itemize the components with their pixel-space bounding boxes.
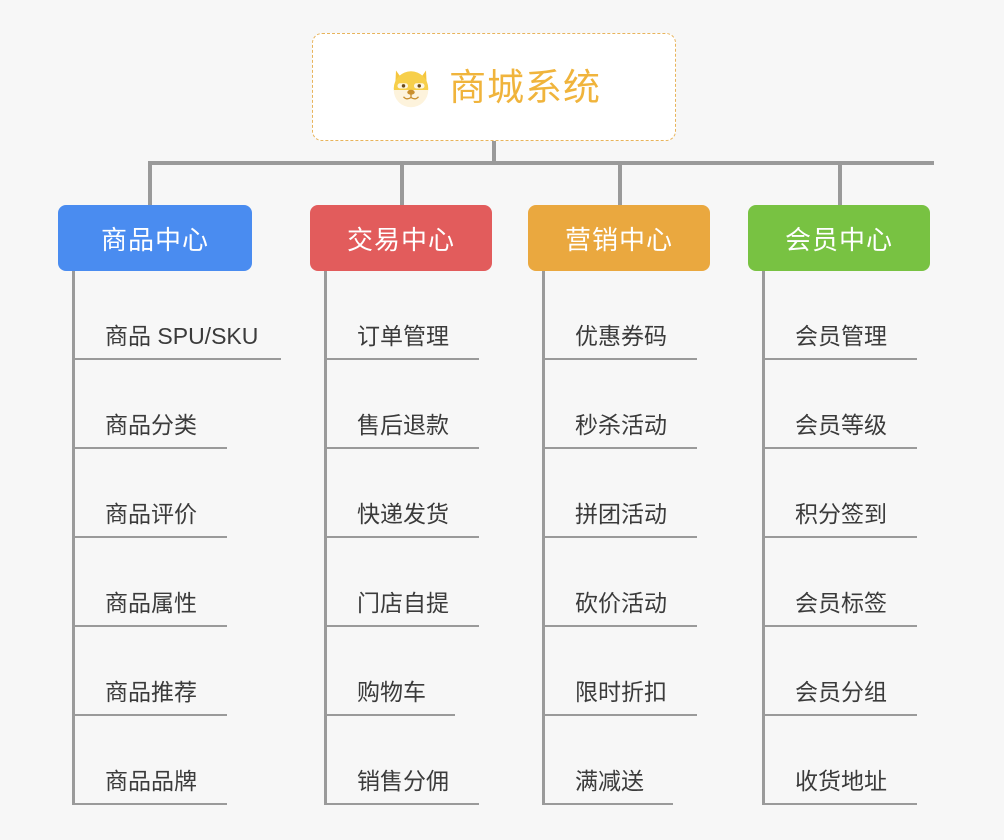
leaf-item-label: 会员等级 <box>795 412 887 438</box>
category-header-2[interactable]: 交易中心 <box>310 205 492 271</box>
leaf-underline <box>765 714 917 716</box>
connector-root-stem <box>492 141 496 164</box>
category-column-3: 营销中心优惠券码秒杀活动拼团活动砍价活动限时折扣满减送 <box>528 205 710 805</box>
leaf-item[interactable]: 购物车 <box>327 627 492 716</box>
leaf-underline <box>545 625 697 627</box>
connector-drop-1 <box>148 161 152 208</box>
leaf-underline <box>545 358 697 360</box>
leaf-item-label: 商品评价 <box>105 501 197 527</box>
leaf-item[interactable]: 商品属性 <box>75 538 252 627</box>
leaf-item-label: 优惠券码 <box>575 323 667 349</box>
leaf-item-label: 订单管理 <box>357 323 449 349</box>
leaf-item[interactable]: 售后退款 <box>327 360 492 449</box>
category-header-1[interactable]: 商品中心 <box>58 205 252 271</box>
connector-drop-2 <box>400 161 404 208</box>
leaf-item[interactable]: 拼团活动 <box>545 449 710 538</box>
leaf-underline <box>75 358 281 360</box>
leaf-list-1: 商品 SPU/SKU 商品分类商品评价商品属性商品推荐商品品牌 <box>72 271 281 805</box>
leaf-item-label: 购物车 <box>357 679 426 705</box>
root-title: 商城系统 <box>449 66 601 108</box>
leaf-item-label: 快递发货 <box>357 501 449 527</box>
leaf-item[interactable]: 商品分类 <box>75 360 252 449</box>
leaf-item-label: 限时折扣 <box>575 679 667 705</box>
leaf-underline <box>75 625 227 627</box>
leaf-item[interactable]: 销售分佣 <box>327 716 492 805</box>
leaf-underline <box>327 536 479 538</box>
leaf-item[interactable]: 商品 SPU/SKU <box>75 271 281 360</box>
leaf-item-label: 积分签到 <box>795 501 887 527</box>
leaf-list-4: 会员管理会员等级积分签到会员标签会员分组收货地址 <box>762 271 930 805</box>
leaf-item-label: 商品推荐 <box>105 679 197 705</box>
leaf-item-label: 门店自提 <box>357 590 449 616</box>
leaf-underline <box>765 358 917 360</box>
leaf-underline <box>75 447 227 449</box>
leaf-underline <box>327 358 479 360</box>
connector-drop-3 <box>618 161 622 208</box>
leaf-item-label: 砍价活动 <box>575 590 667 616</box>
leaf-item-label: 收货地址 <box>795 768 887 794</box>
leaf-item[interactable]: 商品评价 <box>75 449 252 538</box>
leaf-item-label: 销售分佣 <box>357 768 449 794</box>
root-node[interactable]: 商城系统 <box>312 33 676 141</box>
leaf-item-label: 拼团活动 <box>575 501 667 527</box>
leaf-underline <box>545 714 697 716</box>
leaf-underline <box>75 714 227 716</box>
leaf-item-label: 会员管理 <box>795 323 887 349</box>
leaf-underline <box>545 536 697 538</box>
category-header-3[interactable]: 营销中心 <box>528 205 710 271</box>
leaf-item[interactable]: 商品推荐 <box>75 627 252 716</box>
leaf-item-label: 满减送 <box>575 768 644 794</box>
leaf-underline <box>765 625 917 627</box>
category-column-1: 商品中心商品 SPU/SKU 商品分类商品评价商品属性商品推荐商品品牌 <box>58 205 281 805</box>
leaf-item-label: 商品 SPU/SKU <box>105 323 259 349</box>
leaf-item-label: 商品品牌 <box>105 768 197 794</box>
leaf-underline <box>765 447 917 449</box>
leaf-item[interactable]: 订单管理 <box>327 271 492 360</box>
dog-face-icon <box>393 70 429 108</box>
leaf-underline <box>327 714 455 716</box>
leaf-underline <box>75 536 227 538</box>
category-column-4: 会员中心会员管理会员等级积分签到会员标签会员分组收货地址 <box>748 205 930 805</box>
leaf-item-label: 商品分类 <box>105 412 197 438</box>
category-header-4[interactable]: 会员中心 <box>748 205 930 271</box>
leaf-item[interactable]: 优惠券码 <box>545 271 710 360</box>
leaf-item[interactable]: 限时折扣 <box>545 627 710 716</box>
leaf-underline <box>765 803 917 805</box>
leaf-list-2: 订单管理售后退款快递发货门店自提购物车销售分佣 <box>324 271 492 805</box>
leaf-item[interactable]: 商品品牌 <box>75 716 252 805</box>
leaf-list-3: 优惠券码秒杀活动拼团活动砍价活动限时折扣满减送 <box>542 271 710 805</box>
leaf-underline <box>545 447 697 449</box>
leaf-item-label: 秒杀活动 <box>575 412 667 438</box>
leaf-underline <box>545 803 673 805</box>
leaf-item[interactable]: 积分签到 <box>765 449 930 538</box>
leaf-underline <box>75 803 227 805</box>
leaf-item[interactable]: 会员等级 <box>765 360 930 449</box>
leaf-item[interactable]: 秒杀活动 <box>545 360 710 449</box>
connector-drop-4 <box>838 161 842 208</box>
leaf-underline <box>327 803 479 805</box>
leaf-item[interactable]: 收货地址 <box>765 716 930 805</box>
leaf-item[interactable]: 门店自提 <box>327 538 492 627</box>
leaf-item[interactable]: 砍价活动 <box>545 538 710 627</box>
leaf-item[interactable]: 满减送 <box>545 716 710 805</box>
leaf-underline <box>765 536 917 538</box>
leaf-underline <box>327 447 479 449</box>
leaf-item[interactable]: 会员标签 <box>765 538 930 627</box>
leaf-item[interactable]: 会员分组 <box>765 627 930 716</box>
leaf-item-label: 商品属性 <box>105 590 197 616</box>
leaf-item-label: 会员标签 <box>795 590 887 616</box>
leaf-item[interactable]: 会员管理 <box>765 271 930 360</box>
leaf-item[interactable]: 快递发货 <box>327 449 492 538</box>
leaf-underline <box>327 625 479 627</box>
category-column-2: 交易中心订单管理售后退款快递发货门店自提购物车销售分佣 <box>310 205 492 805</box>
leaf-item-label: 售后退款 <box>357 412 449 438</box>
leaf-item-label: 会员分组 <box>795 679 887 705</box>
connector-horizontal-bus <box>148 161 934 165</box>
